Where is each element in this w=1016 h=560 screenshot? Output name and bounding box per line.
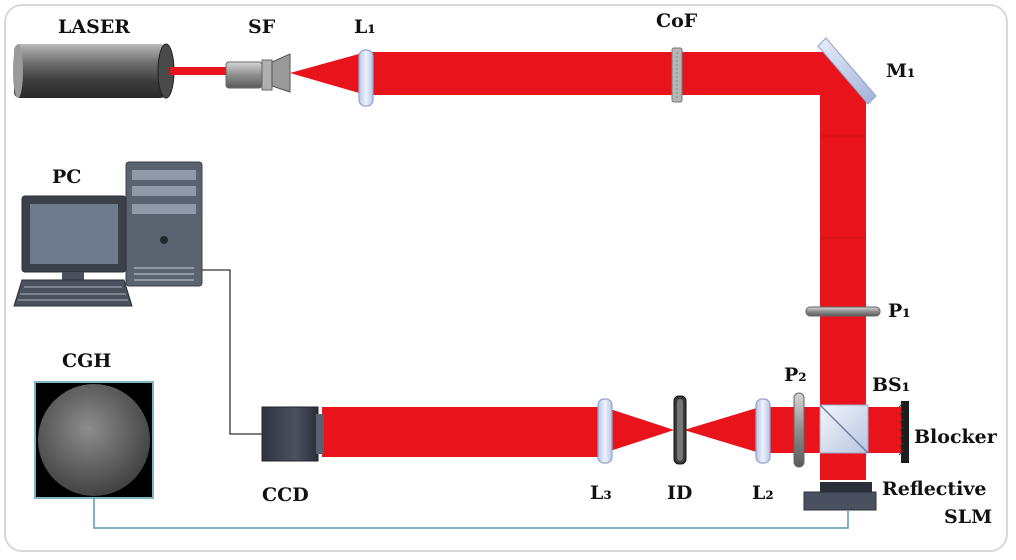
beam-l3-to-ccd <box>322 407 606 457</box>
reflective-slm <box>803 482 877 511</box>
beam-diverging-cone <box>290 52 366 95</box>
beam-laser-to-sf <box>170 67 228 75</box>
laser-source <box>13 43 175 99</box>
label-laser: LASER <box>58 16 131 38</box>
label-p2: P₂ <box>784 364 807 386</box>
spatial-filter <box>225 53 291 93</box>
cable-cgh-to-slm <box>93 498 849 529</box>
label-cgh: CGH <box>62 350 112 372</box>
label-reflective: Reflective <box>882 478 987 500</box>
pc-computer <box>13 161 203 307</box>
label-p1: P₁ <box>888 300 911 322</box>
label-pc: PC <box>52 166 82 188</box>
diagram-frame <box>4 4 1008 552</box>
label-cof: CoF <box>656 10 698 32</box>
polarizer-p1 <box>805 306 881 317</box>
cable-pc-to-ccd <box>202 269 262 435</box>
ccd-camera <box>261 406 324 462</box>
label-ccd: CCD <box>262 484 309 506</box>
label-l3: L₃ <box>590 482 612 504</box>
cgh-hologram <box>34 381 154 499</box>
blocker <box>898 401 909 463</box>
label-slm: SLM <box>944 506 993 528</box>
color-filter-cof <box>671 47 683 103</box>
label-m1: M₁ <box>886 60 916 82</box>
label-l1: L₁ <box>354 16 376 38</box>
label-sf: SF <box>248 16 276 38</box>
label-l2: L₂ <box>752 482 774 504</box>
polarizer-p2 <box>793 392 805 468</box>
beam-collimated-top <box>366 52 836 95</box>
lens-l2 <box>755 398 771 464</box>
label-id: ID <box>667 482 693 504</box>
iris-diaphragm <box>673 395 687 465</box>
label-blocker: Blocker <box>914 426 997 448</box>
lens-l3 <box>597 398 613 464</box>
lens-l1 <box>358 49 374 107</box>
beam-converging-cone-l2 <box>684 407 760 453</box>
beam-splitter-bs1 <box>819 404 869 454</box>
mirror-m1 <box>817 37 877 105</box>
beam-diverging-cone-l3 <box>604 407 674 453</box>
label-bs1: BS₁ <box>872 374 911 396</box>
